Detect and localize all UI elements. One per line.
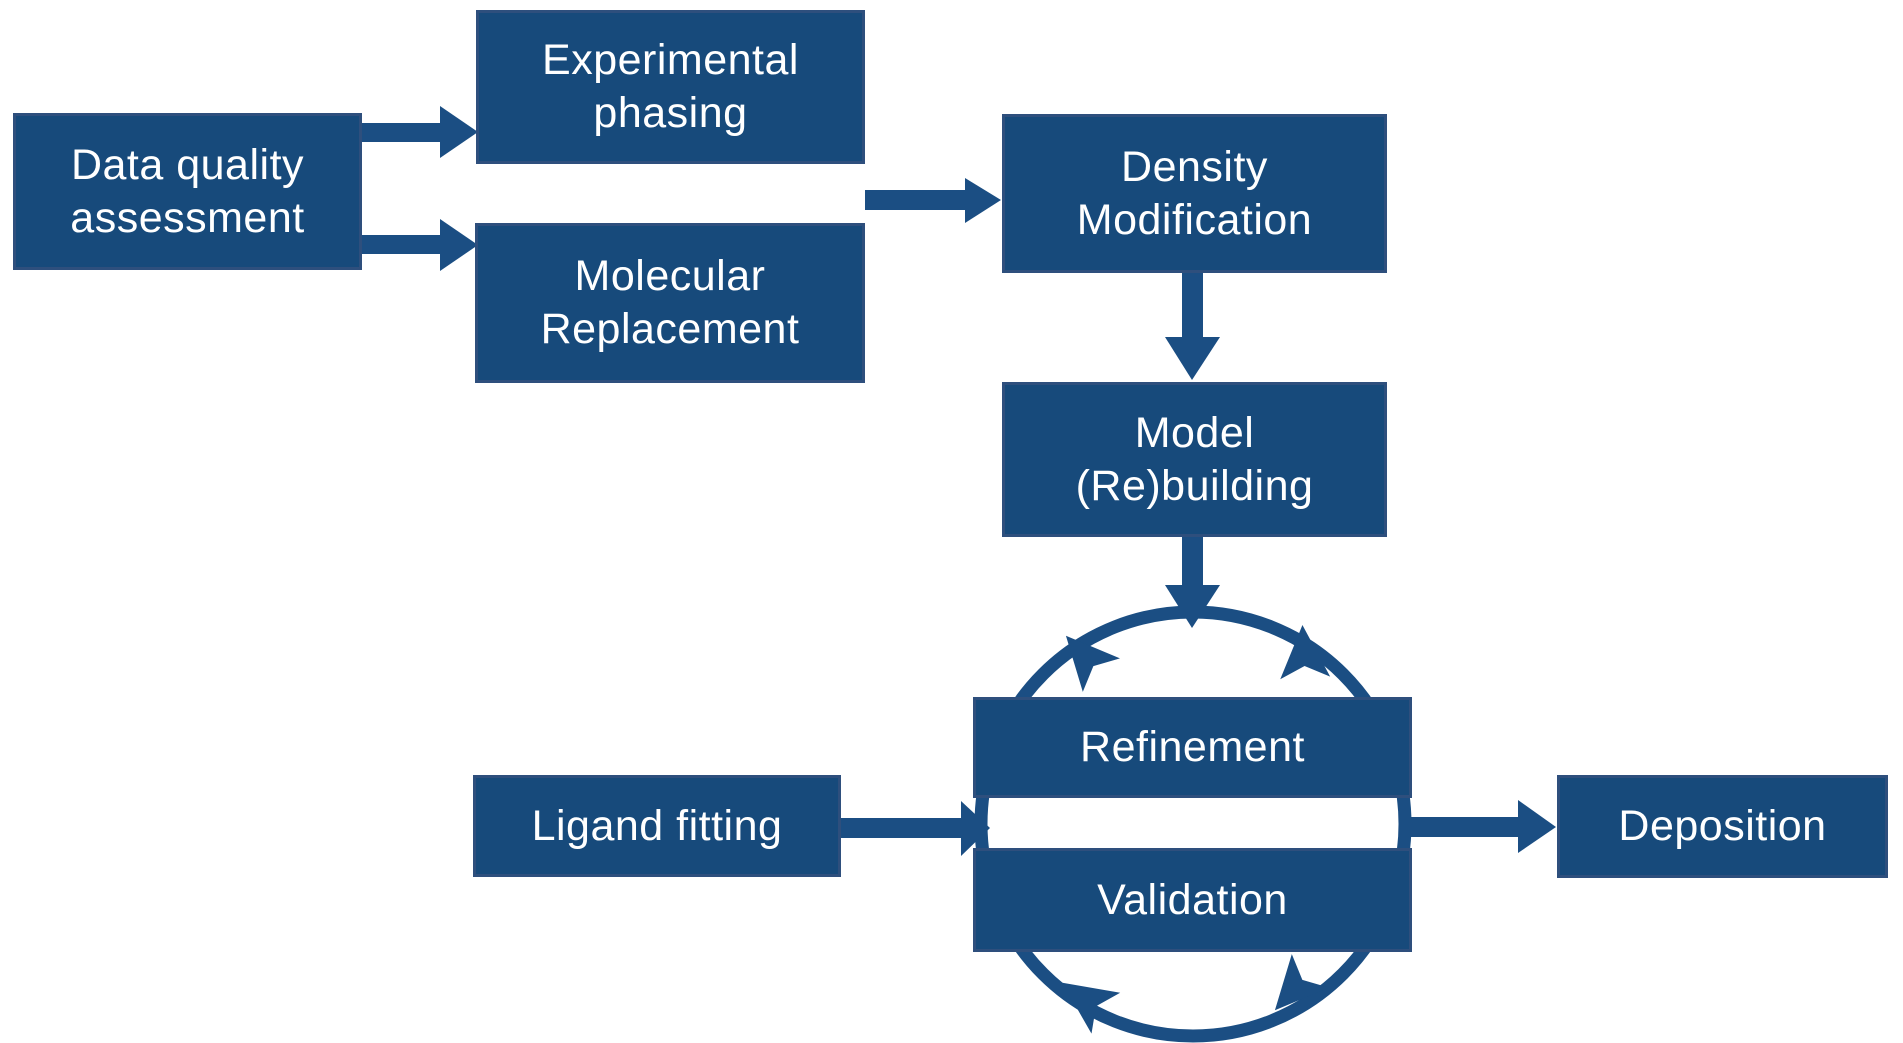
node-label: Model <box>1134 408 1255 457</box>
arrow-cycle-to-deposition <box>1405 800 1556 853</box>
arrow-ligand-fitting-to-cycle <box>841 801 990 856</box>
node-molecular-replacement: Molecular Replacement <box>475 223 865 383</box>
node-label: Refinement <box>1080 723 1305 771</box>
node-label: phasing <box>593 89 748 137</box>
arrow-phasing-to-density-modification <box>865 178 1001 223</box>
refinement-validation-cycle-circle <box>974 605 1412 1043</box>
arrow-data-quality-to-experimental-phasing <box>362 106 478 158</box>
node-label: Validation <box>1097 875 1288 924</box>
node-label: assessment <box>70 193 305 242</box>
node-deposition: Deposition <box>1557 775 1888 878</box>
cycle-arrowhead-top-right-icon <box>1280 625 1331 680</box>
cycle-arrowhead-bottom-left-icon <box>1062 982 1121 1034</box>
node-label: Experimental <box>542 36 799 84</box>
node-label: Replacement <box>540 305 800 353</box>
node-ligand-fitting: Ligand fitting <box>473 775 841 877</box>
cycle-arrowhead-bottom-right-icon <box>1274 954 1329 1011</box>
node-refinement: Refinement <box>973 697 1412 798</box>
node-validation: Validation <box>973 848 1412 952</box>
node-label: Ligand fitting <box>531 801 783 850</box>
arrow-density-to-model-rebuilding <box>1165 273 1220 380</box>
cycle-arrowhead-top-left-icon <box>1065 635 1120 692</box>
node-experimental-phasing: Experimental phasing <box>476 10 865 164</box>
node-label: Density <box>1121 142 1268 191</box>
node-label: Data quality <box>70 140 305 189</box>
node-density-modification: Density Modification <box>1002 114 1387 273</box>
arrow-data-quality-to-molecular-replacement <box>362 219 478 271</box>
node-label: Molecular <box>574 252 766 300</box>
node-label: (Re)building <box>1075 461 1314 510</box>
node-label: Modification <box>1076 195 1313 244</box>
node-label: Deposition <box>1618 802 1827 850</box>
arrow-model-rebuilding-to-cycle <box>1165 537 1220 628</box>
node-model-rebuilding: Model (Re)building <box>1002 382 1387 537</box>
node-data-quality-assessment: Data quality assessment <box>13 113 362 270</box>
